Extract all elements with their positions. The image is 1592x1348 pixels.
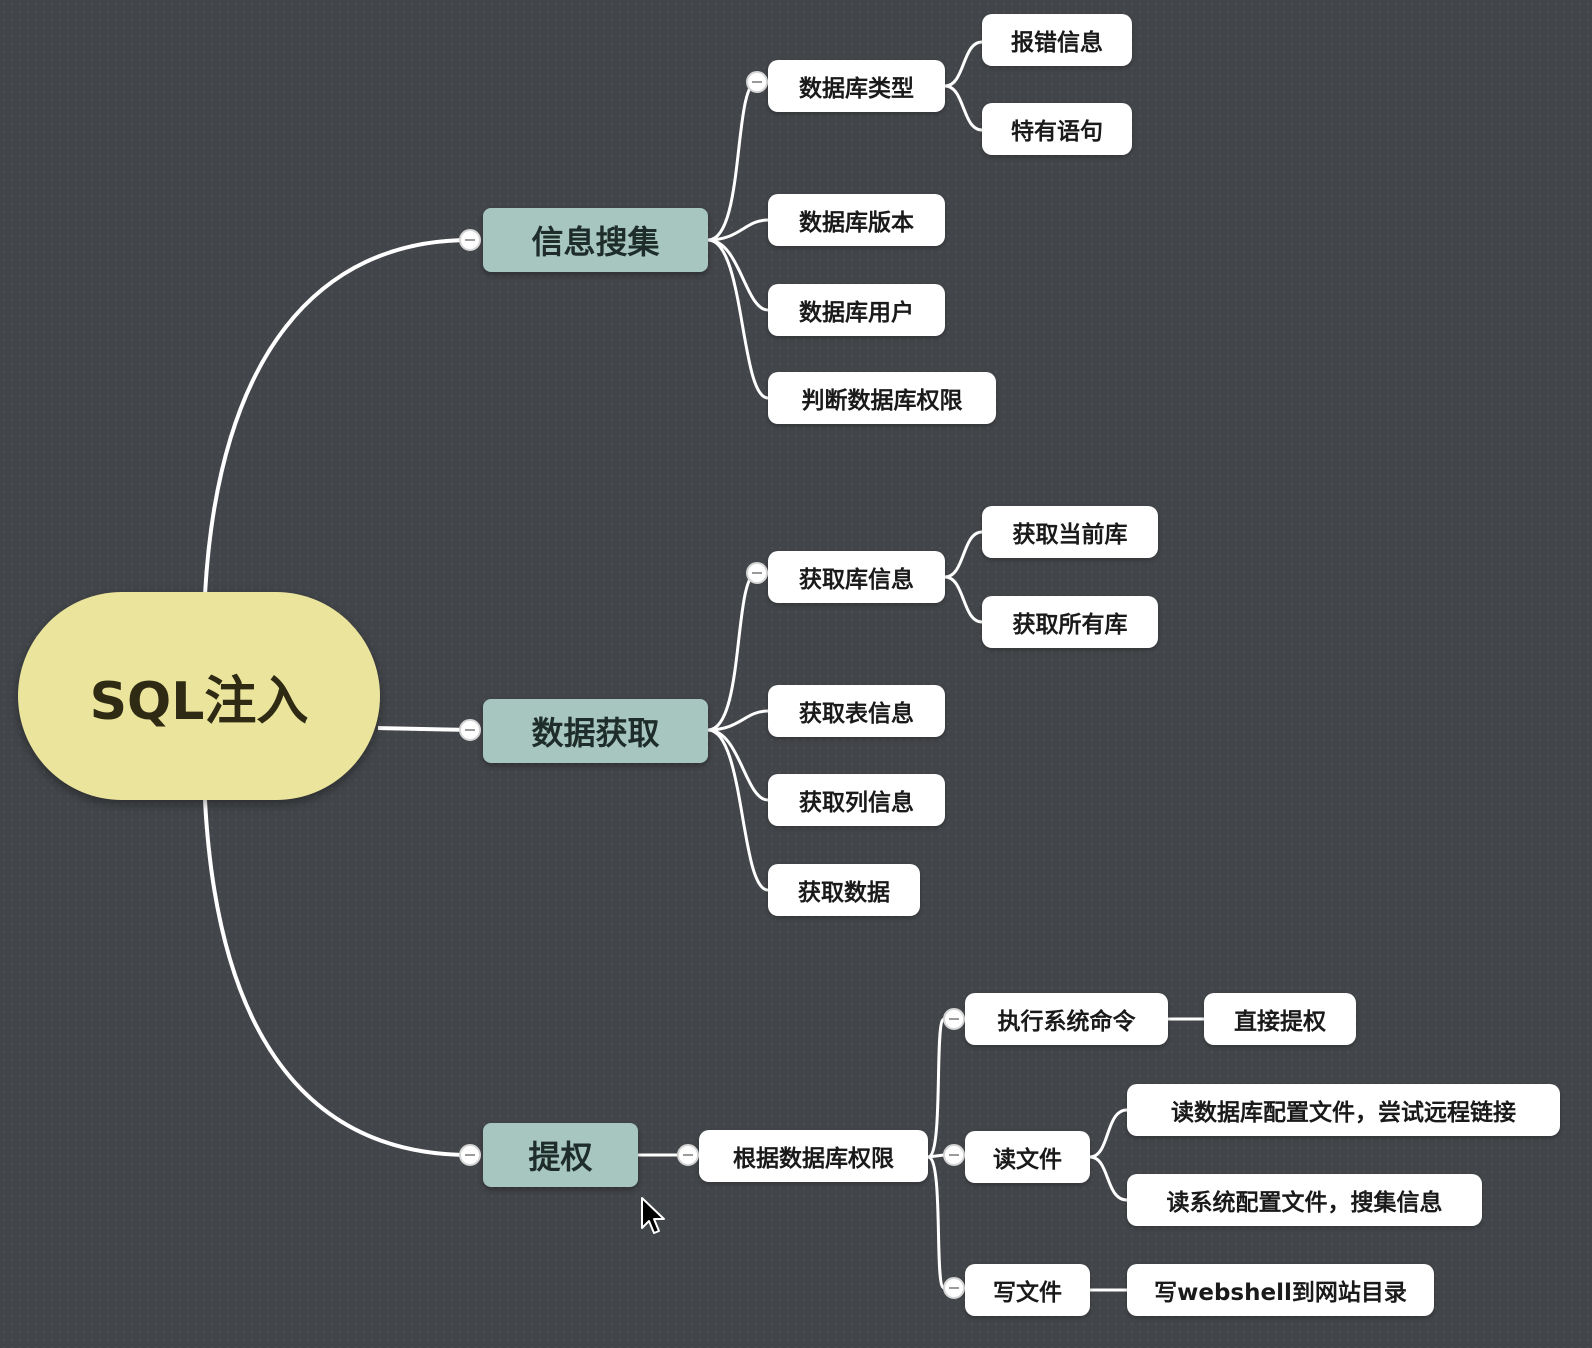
topic-privilege-escalation[interactable]: 提权 bbox=[483, 1123, 638, 1187]
subtopic-judge-db-privilege[interactable]: 判断数据库权限 bbox=[768, 372, 996, 424]
link-info-version bbox=[707, 218, 769, 242]
subtopic-get-db-info[interactable]: 获取库信息 bbox=[768, 551, 945, 603]
subtopic-write-webshell[interactable]: 写webshell到网站目录 bbox=[1127, 1264, 1434, 1316]
topic-data-retrieval[interactable]: 数据获取 bbox=[483, 699, 708, 763]
collapse-toggle-privilege-escalation[interactable] bbox=[459, 1144, 481, 1166]
link-read-sysconfig bbox=[1089, 1155, 1128, 1202]
subtopic-by-db-privilege[interactable]: 根据数据库权限 bbox=[699, 1130, 928, 1182]
link-data-data bbox=[707, 728, 769, 892]
subtopic-write-file[interactable]: 写文件 bbox=[965, 1264, 1090, 1316]
subtopic-get-data[interactable]: 获取数据 bbox=[768, 864, 920, 916]
collapse-toggle-write-file[interactable] bbox=[943, 1277, 965, 1299]
link-root-data bbox=[377, 726, 471, 732]
subtopic-direct-escalation[interactable]: 直接提权 bbox=[1204, 993, 1356, 1045]
link-data-dbinfo bbox=[707, 571, 758, 732]
subtopic-db-type[interactable]: 数据库类型 bbox=[768, 60, 945, 112]
collapse-toggle-data-retrieval[interactable] bbox=[459, 719, 481, 741]
link-info-privilege bbox=[707, 238, 769, 400]
subtopic-read-file[interactable]: 读文件 bbox=[965, 1131, 1090, 1183]
subtopic-get-column-info[interactable]: 获取列信息 bbox=[768, 774, 945, 826]
link-data-table bbox=[707, 709, 769, 732]
collapse-toggle-db-type[interactable] bbox=[746, 71, 768, 93]
subtopic-get-all-db[interactable]: 获取所有库 bbox=[982, 596, 1158, 648]
link-dbpriv-write bbox=[927, 1155, 946, 1290]
link-read-dbconfig bbox=[1089, 1108, 1128, 1159]
subtopic-specific-statement[interactable]: 特有语句 bbox=[982, 103, 1132, 155]
subtopic-get-current-db[interactable]: 获取当前库 bbox=[982, 506, 1158, 558]
root-node-sql-injection[interactable]: SQL注入 bbox=[18, 592, 380, 800]
link-dbtype-statement bbox=[944, 84, 983, 132]
collapse-toggle-get-db-info[interactable] bbox=[746, 562, 768, 584]
collapse-toggle-by-db-privilege[interactable] bbox=[677, 1144, 699, 1166]
subtopic-exec-system-command[interactable]: 执行系统命令 bbox=[965, 993, 1168, 1045]
link-dbtype-error bbox=[944, 40, 983, 88]
subtopic-get-table-info[interactable]: 获取表信息 bbox=[768, 685, 945, 737]
subtopic-error-info[interactable]: 报错信息 bbox=[982, 14, 1132, 66]
subtopic-db-version[interactable]: 数据库版本 bbox=[768, 194, 945, 246]
collapse-toggle-info-gathering[interactable] bbox=[459, 229, 481, 251]
subtopic-db-user[interactable]: 数据库用户 bbox=[768, 284, 945, 336]
link-dbinfo-current bbox=[944, 530, 983, 579]
topic-info-gathering[interactable]: 信息搜集 bbox=[483, 208, 708, 272]
subtopic-read-db-config[interactable]: 读数据库配置文件，尝试远程链接 bbox=[1127, 1084, 1560, 1136]
subtopic-read-system-config[interactable]: 读系统配置文件，搜集信息 bbox=[1127, 1174, 1482, 1226]
collapse-toggle-exec-system-command[interactable] bbox=[943, 1008, 965, 1030]
link-root-priv bbox=[203, 799, 471, 1157]
collapse-toggle-read-file[interactable] bbox=[943, 1144, 965, 1166]
link-info-dbtype bbox=[707, 80, 758, 242]
link-dbinfo-all bbox=[944, 575, 983, 624]
link-dbpriv-exec bbox=[927, 1017, 946, 1159]
mouse-pointer-icon bbox=[641, 1197, 665, 1234]
link-root-info bbox=[203, 238, 471, 596]
